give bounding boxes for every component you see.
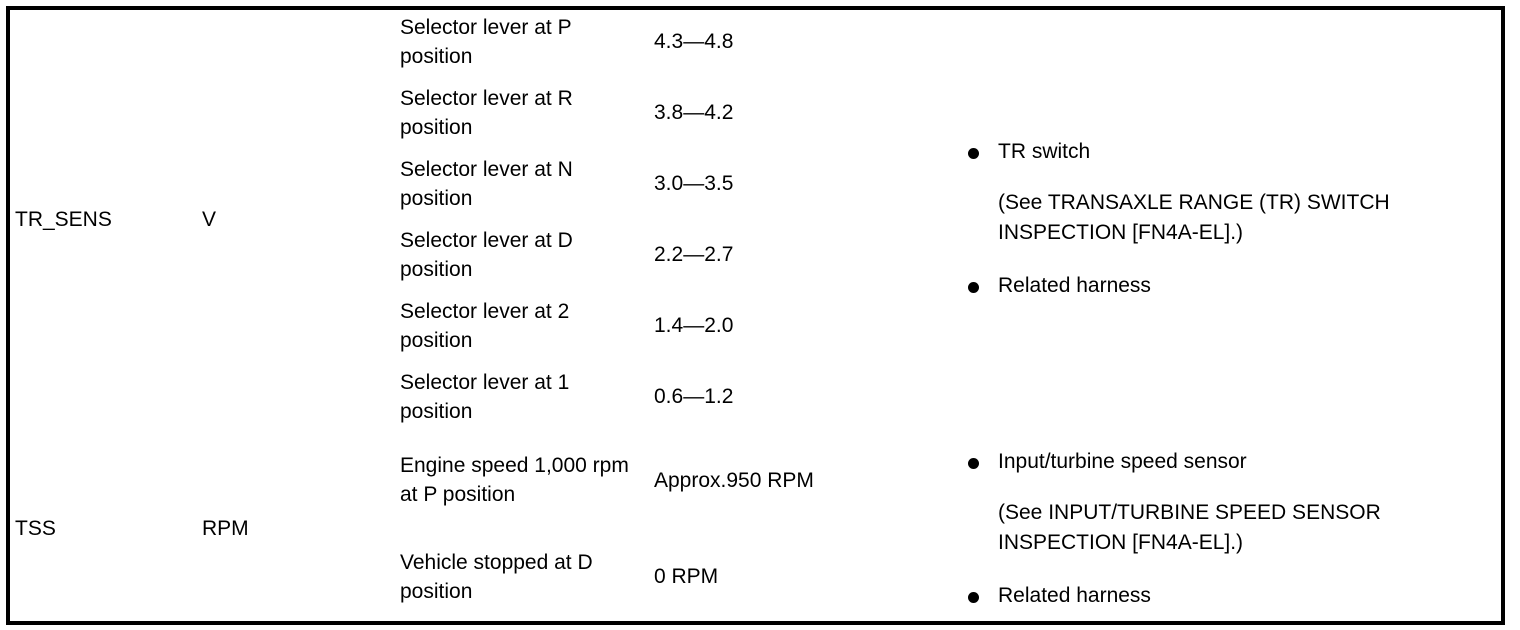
note-text: Related harness	[998, 274, 1151, 298]
unit-cell-tss: RPM	[193, 432, 391, 625]
table-row: Selector lever at R position 3.8—4.2	[6, 77, 1505, 149]
note-reference: (See INPUT/TURBINE SPEED SENSOR INSPECTI…	[968, 498, 1493, 558]
note-reference: (See TRANSAXLE RANGE (TR) SWITCH INSPECT…	[968, 188, 1493, 248]
pid-name-label: TSS	[15, 517, 56, 541]
condition-label: Selector lever at 2 position	[400, 299, 570, 352]
specification-cell: 0 RPM	[645, 528, 928, 625]
notes-block: Input/turbine speed sensor (See INPUT/TU…	[928, 434, 1505, 624]
condition-label: Selector lever at N position	[400, 157, 573, 210]
unit-label: V	[202, 207, 217, 231]
condition-cell: Vehicle stopped at D position	[391, 528, 645, 625]
table-row: Vehicle stopped at D position 0 RPM	[6, 528, 1505, 625]
specification-cell: 1.4—2.0	[645, 290, 928, 362]
specification-cell: Approx.950 RPM	[645, 432, 928, 529]
condition-label: Vehicle stopped at D position	[400, 550, 593, 603]
specification-label: 3.8—4.2	[654, 101, 734, 125]
specification-cell: 2.2—2.7	[645, 219, 928, 291]
specification-cell: 3.0—3.5	[645, 148, 928, 220]
inspection-item-cell-tss: Input/turbine speed sensor (See INPUT/TU…	[928, 432, 1505, 625]
table-row: TR_SENS V Selector lever at P position 4…	[6, 6, 1505, 433]
specification-cell: 0.6—1.2	[645, 361, 928, 433]
condition-label: Selector lever at P position	[400, 15, 572, 68]
bullet-icon	[968, 591, 979, 603]
note-item: Related harness	[968, 582, 1493, 610]
condition-cell: Selector lever at D position	[391, 219, 645, 291]
specification-label: 4.3—4.8	[654, 30, 734, 54]
table-row: Selector lever at 1 position 0.6—1.2	[6, 361, 1505, 433]
bullet-icon	[968, 148, 979, 160]
specification-cell: 4.3—4.8	[645, 6, 928, 78]
note-text: TR switch	[998, 140, 1091, 164]
specification-label: 1.4—2.0	[654, 314, 734, 338]
specification-cell: 3.8—4.2	[645, 77, 928, 149]
notes-block: TR switch (See TRANSAXLE RANGE (TR) SWIT…	[928, 124, 1505, 314]
specification-label: 3.0—3.5	[654, 172, 734, 196]
pid-name-cell-tr-sens: TR_SENS	[6, 6, 193, 433]
note-item: Related harness	[968, 272, 1493, 300]
pid-name-label: TR_SENS	[15, 207, 112, 231]
condition-label: Selector lever at D position	[400, 228, 573, 281]
condition-cell: Engine speed 1,000 rpm at P position	[391, 432, 645, 529]
condition-cell: Selector lever at 1 position	[391, 361, 645, 433]
note-item: Input/turbine speed sensor	[968, 448, 1493, 476]
condition-label: Selector lever at R position	[400, 86, 573, 139]
condition-cell: Selector lever at P position	[391, 6, 645, 78]
specification-label: Approx.950 RPM	[654, 468, 814, 492]
note-reference-line-2: INSPECTION [FN4A-EL].)	[998, 221, 1244, 245]
table-row: Selector lever at 2 position 1.4—2.0	[6, 290, 1505, 362]
table-row: TSS RPM Engine speed 1,000 rpm at P posi…	[6, 432, 1505, 625]
note-reference-line-1: (See TRANSAXLE RANGE (TR) SWITCH	[998, 191, 1390, 215]
condition-cell: Selector lever at 2 position	[391, 290, 645, 362]
condition-label: Selector lever at 1 position	[400, 370, 570, 423]
unit-cell-tr-sens: V	[193, 6, 391, 433]
specification-label: 0 RPM	[654, 565, 719, 589]
bullet-icon	[968, 282, 979, 294]
specification-table: TR_SENS V Selector lever at P position 4…	[6, 6, 1505, 625]
pid-name-cell-tss: TSS	[6, 432, 193, 625]
note-reference-line-2: INSPECTION [FN4A-EL].)	[998, 530, 1244, 554]
specification-label: 0.6—1.2	[654, 385, 734, 409]
table-row: Selector lever at N position 3.0—3.5	[6, 148, 1505, 220]
note-text: Related harness	[998, 583, 1151, 607]
inspection-item-cell-tr-sens: TR switch (See TRANSAXLE RANGE (TR) SWIT…	[928, 6, 1505, 433]
specification-label: 2.2—2.7	[654, 243, 734, 267]
bullet-icon	[968, 457, 979, 469]
condition-label: Engine speed 1,000 rpm at P position	[400, 454, 629, 507]
condition-cell: Selector lever at R position	[391, 77, 645, 149]
note-item: TR switch	[968, 138, 1493, 166]
note-text: Input/turbine speed sensor	[998, 449, 1247, 473]
note-reference-line-1: (See INPUT/TURBINE SPEED SENSOR	[998, 500, 1381, 524]
table-row: Selector lever at D position 2.2—2.7	[6, 219, 1505, 291]
condition-cell: Selector lever at N position	[391, 148, 645, 220]
unit-label: RPM	[202, 517, 249, 541]
